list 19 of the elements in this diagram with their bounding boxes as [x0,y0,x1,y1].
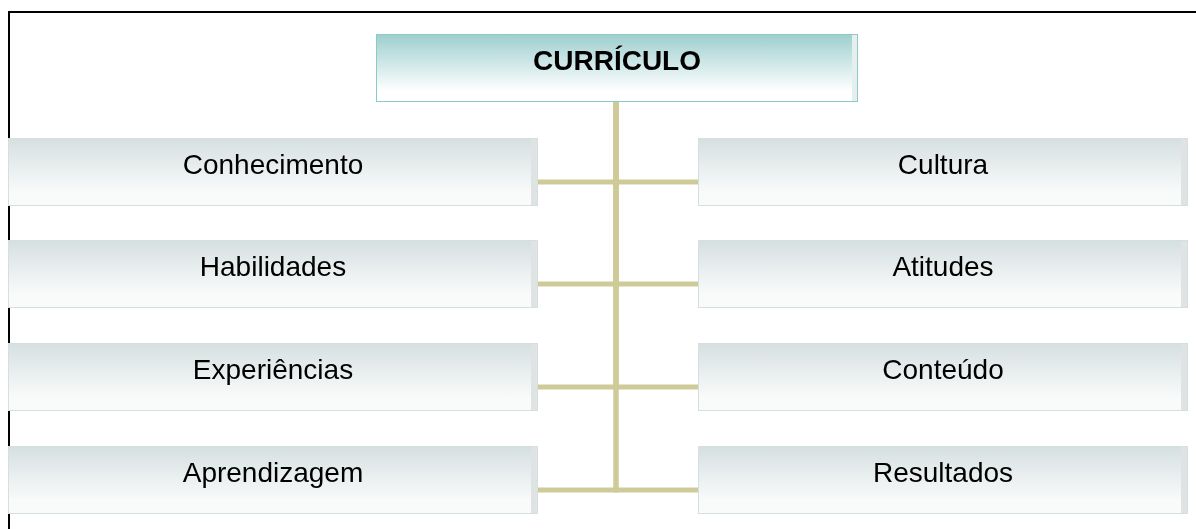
box-label: Aprendizagem [182,457,364,490]
box-label: Cultura [897,149,989,182]
box-label: Resultados [872,457,1014,490]
box-label: Habilidades [199,251,347,284]
topic-box [698,446,1188,514]
box-label: CURRÍCULO [533,45,701,78]
topic-box [8,138,538,206]
box-label: Conhecimento [182,149,364,182]
box-label: Experiências [192,354,354,387]
topic-box [698,343,1188,411]
topic-box [8,240,538,308]
box-label: Conteúdo [882,354,1004,387]
topic-box [8,343,538,411]
title-box [376,34,858,102]
connector-line [613,102,698,493]
topic-box [698,138,1188,206]
topic-box [8,446,538,514]
box-label: Atitudes [892,251,994,284]
topic-box [698,240,1188,308]
